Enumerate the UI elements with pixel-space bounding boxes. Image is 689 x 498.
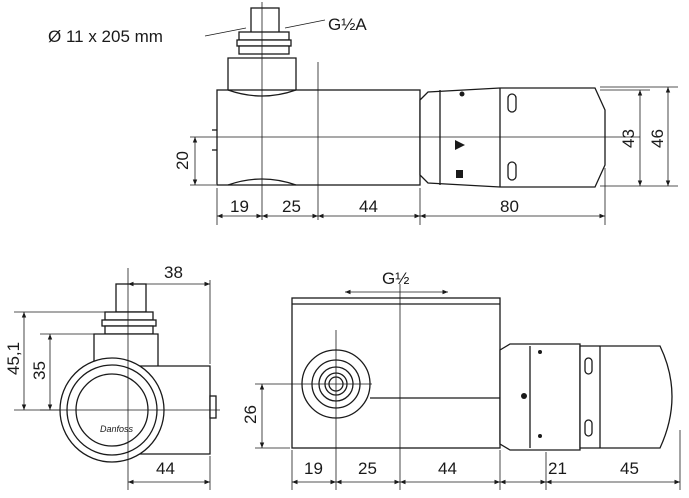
dim-26-front: 26 <box>241 405 260 424</box>
dim-44-front: 44 <box>438 459 457 478</box>
thread-label-side: G½ <box>382 269 409 288</box>
dim-35-end: 35 <box>30 361 49 380</box>
dim-19-front: 19 <box>304 459 323 478</box>
dim-21-front: 21 <box>548 459 567 478</box>
dim-25-front: 25 <box>358 459 377 478</box>
pipe-spec-label: Ø 11 x 205 mm <box>48 27 163 46</box>
pipe-stub <box>250 7 280 35</box>
valve-body <box>216 89 421 186</box>
dim-43-top: 43 <box>619 129 638 148</box>
dim-20-top: 20 <box>173 151 192 170</box>
dim-44-end: 44 <box>156 459 175 478</box>
end-view: Danfoss 38 45,1 35 44 <box>4 263 220 490</box>
nut-ring <box>238 31 290 41</box>
dim-45-1-end: 45,1 <box>4 342 23 375</box>
pipe-stub-end <box>115 283 147 313</box>
triangle-marker-icon <box>455 140 465 150</box>
dim-25-top: 25 <box>282 197 301 216</box>
dim-38-end: 38 <box>164 263 183 282</box>
thread-label-top: G½A <box>328 15 367 34</box>
thermostatic-head <box>419 87 606 188</box>
top-view: Ø 11 x 205 mm G½A 19 25 44 80 20 43 46 <box>48 2 678 225</box>
front-view: G½ 26 19 25 44 21 45 <box>241 269 681 490</box>
thermostatic-head-side <box>499 343 581 451</box>
dim-44-top: 44 <box>359 197 378 216</box>
dim-19-top: 19 <box>230 197 249 216</box>
dim-46-top: 46 <box>648 129 667 148</box>
dim-45-front: 45 <box>620 459 639 478</box>
dim-80-top: 80 <box>500 197 519 216</box>
danfoss-logo: Danfoss <box>100 424 134 434</box>
